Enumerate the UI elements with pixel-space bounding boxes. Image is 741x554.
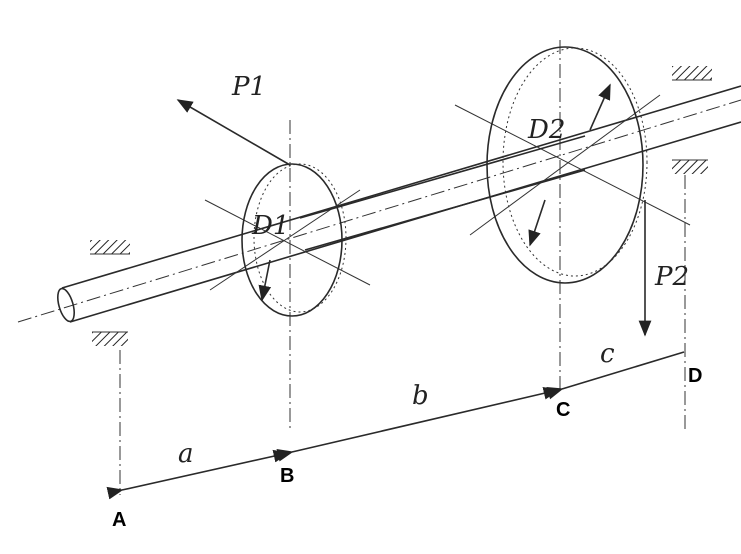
force-p2: P2 xyxy=(638,200,689,337)
point-a-label: A xyxy=(112,509,126,531)
point-d-label: D xyxy=(688,365,702,387)
force-p2-label: P2 xyxy=(654,262,689,292)
force-p1: P1 xyxy=(176,72,291,166)
dimension-a-label: a xyxy=(178,439,194,469)
gear-d2: D2 xyxy=(454,40,691,390)
point-c-label: C xyxy=(556,399,570,421)
dimension-line: a b c xyxy=(106,339,685,500)
force-p1-label: P1 xyxy=(231,72,266,102)
dimension-b-label: b xyxy=(412,381,429,411)
dimension-c-label: c xyxy=(600,339,615,369)
shaft-axis xyxy=(17,99,741,323)
bearing-right xyxy=(672,66,712,174)
gear-d1-label: D1 xyxy=(251,211,289,241)
bearing-left xyxy=(90,240,130,346)
shaft-front xyxy=(299,135,586,251)
point-b-label: B xyxy=(280,465,294,487)
gear-d2-label: D2 xyxy=(527,115,565,145)
